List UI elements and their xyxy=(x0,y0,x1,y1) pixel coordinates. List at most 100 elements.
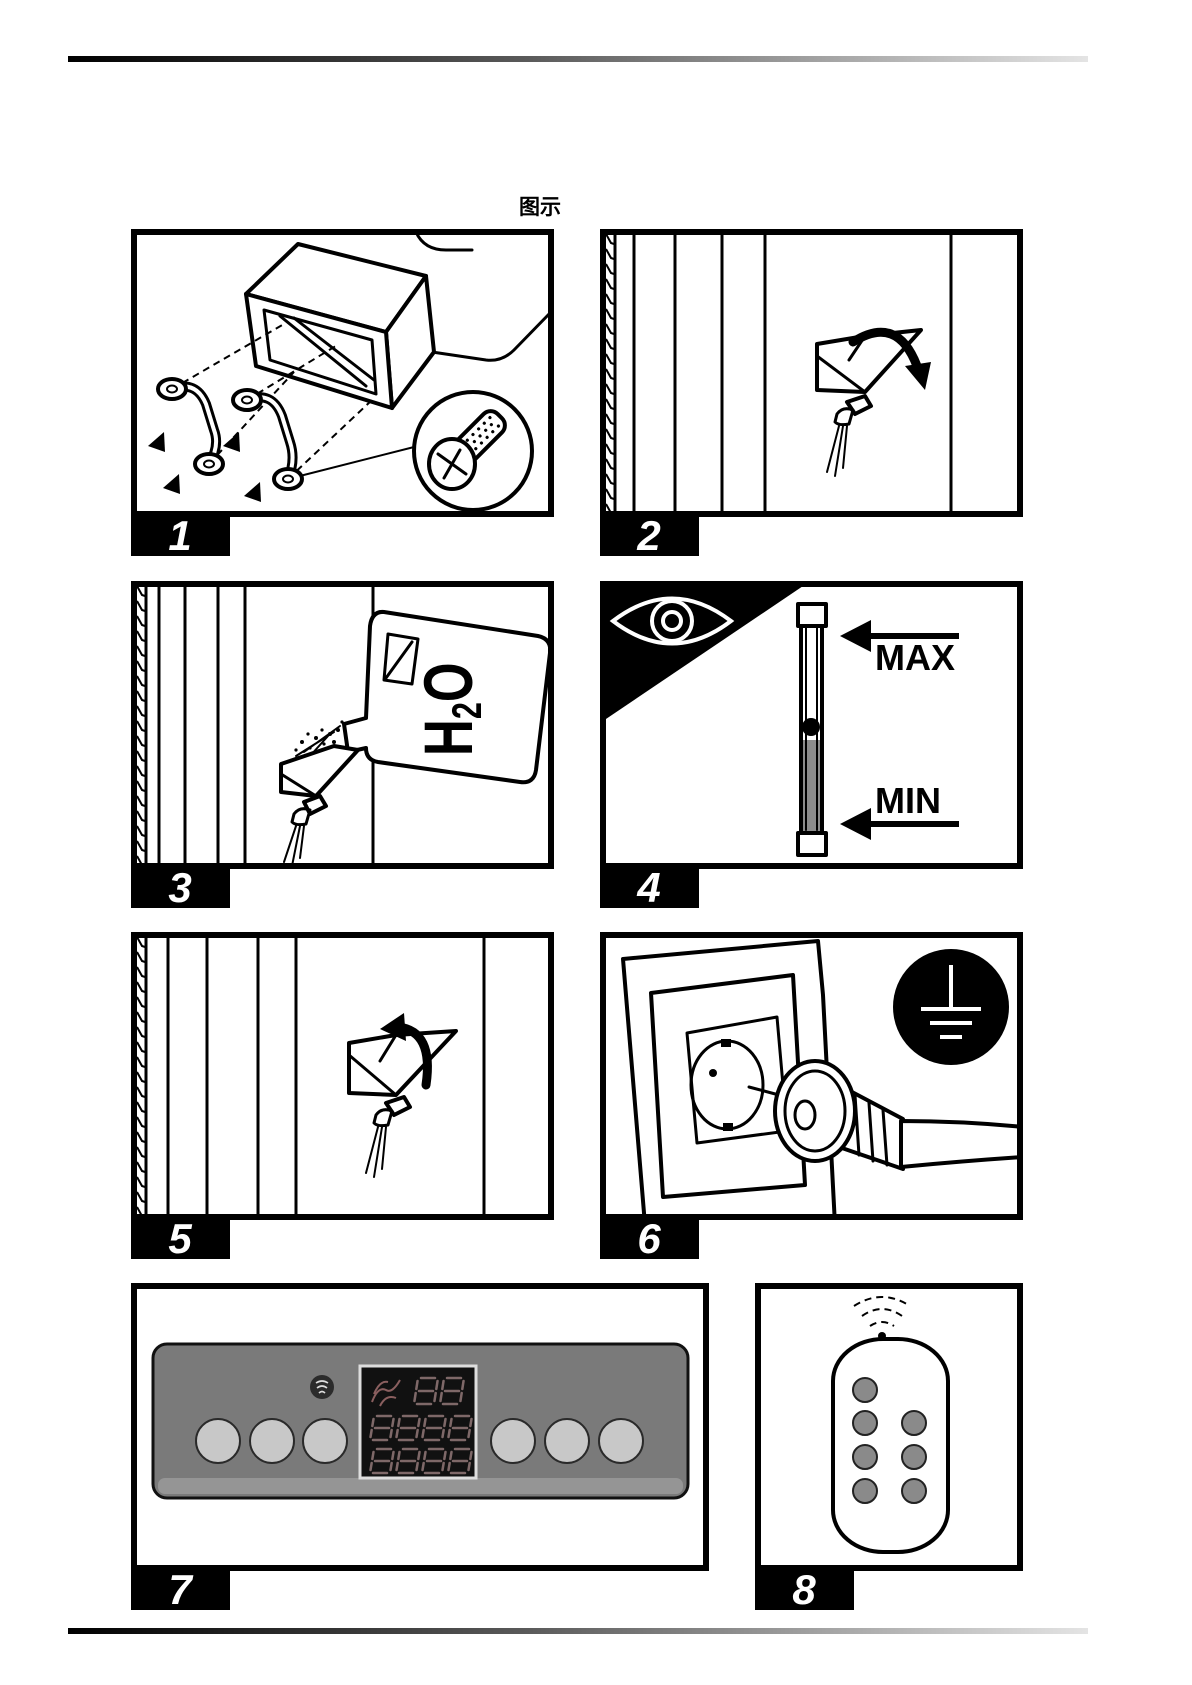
unit-base-outline xyxy=(416,232,551,360)
display-segment xyxy=(392,1452,393,1459)
panel-button xyxy=(250,1419,294,1463)
top-rule xyxy=(68,56,1088,62)
figure-1-number-tab: 1 xyxy=(131,511,230,559)
display-segment xyxy=(371,1430,372,1437)
display-segment xyxy=(371,1463,372,1470)
figure-5-number-tab: 5 xyxy=(131,1214,230,1262)
gauge-float xyxy=(802,718,820,736)
detail-leader-line xyxy=(288,446,418,479)
remote-button xyxy=(853,1411,877,1435)
figure-6: 6 xyxy=(600,935,1023,1262)
panel-button xyxy=(491,1419,535,1463)
display-segment xyxy=(416,1381,417,1389)
water-level-gauge xyxy=(798,604,826,855)
display-segment xyxy=(423,1430,424,1437)
figure-6-number-tab: 6 xyxy=(600,1214,699,1262)
display-segment xyxy=(418,1452,419,1459)
display-segment xyxy=(450,1419,451,1426)
panel-button xyxy=(545,1419,589,1463)
figure-2-number-tab: 2 xyxy=(600,511,699,559)
duct-box xyxy=(246,244,434,408)
drain-tap xyxy=(284,796,326,866)
panel-buttons-right xyxy=(491,1419,643,1463)
fan-speed-icon xyxy=(310,1375,334,1399)
figure-7: 7 xyxy=(131,1286,706,1613)
figure-number: 4 xyxy=(636,864,660,911)
display-segment xyxy=(414,1393,415,1401)
display-segment xyxy=(418,1419,419,1426)
figure-number: 8 xyxy=(792,1566,816,1613)
display-segment xyxy=(397,1430,398,1437)
unit-side-panels xyxy=(615,232,951,514)
panel-button xyxy=(196,1419,240,1463)
display-segment xyxy=(462,1381,463,1389)
display-segment xyxy=(417,1463,418,1470)
bottom-rule xyxy=(68,1628,1088,1634)
figure-8-number-tab: 8 xyxy=(755,1565,854,1613)
display-segment xyxy=(444,1452,445,1459)
drain-tap xyxy=(366,1097,410,1177)
display-segment xyxy=(449,1463,450,1470)
figure-7-number-tab: 7 xyxy=(131,1565,230,1613)
display-segment xyxy=(434,1393,435,1401)
display-segment xyxy=(443,1430,444,1437)
figure-5: 5 xyxy=(131,935,551,1262)
max-level-marker: MAX xyxy=(840,620,959,678)
display-segment xyxy=(397,1463,398,1470)
display-segment xyxy=(424,1452,425,1459)
min-level-marker: MIN xyxy=(840,780,959,840)
figure-1: 1 xyxy=(131,232,551,559)
remote-button xyxy=(853,1445,877,1469)
remote-button xyxy=(902,1479,926,1503)
panel-buttons-left xyxy=(196,1419,347,1463)
display-segment xyxy=(469,1463,470,1470)
signal-waves-icon xyxy=(854,1297,910,1326)
remote-button xyxy=(853,1378,877,1402)
display-segment xyxy=(398,1452,399,1459)
figure-3-number-tab: 3 xyxy=(131,863,230,911)
unit-side-panels xyxy=(146,584,373,866)
ground-icon xyxy=(893,949,1009,1065)
display-segment xyxy=(398,1419,399,1426)
remote-button xyxy=(902,1445,926,1469)
screw-detail-inset xyxy=(414,392,532,510)
display-segment xyxy=(470,1452,471,1459)
remote-body xyxy=(833,1339,948,1552)
display-segment xyxy=(391,1430,392,1437)
display-segment xyxy=(372,1452,373,1459)
display-segment xyxy=(392,1419,393,1426)
power-cable xyxy=(901,1121,1023,1167)
display-segment xyxy=(444,1419,445,1426)
figure-number: 3 xyxy=(168,864,191,911)
min-label: MIN xyxy=(875,780,941,821)
display-segment xyxy=(417,1430,418,1437)
figure-number: 2 xyxy=(636,512,660,559)
display-segment xyxy=(450,1452,451,1459)
figure-number: 7 xyxy=(168,1566,193,1613)
display-segment xyxy=(391,1463,392,1470)
figure-8: 8 xyxy=(755,1286,1020,1613)
display-segment xyxy=(423,1463,424,1470)
figure-4-number-tab: 4 xyxy=(600,863,699,911)
display-segment xyxy=(436,1381,437,1389)
display-segment xyxy=(470,1419,471,1426)
caster-bracket-left xyxy=(158,379,223,474)
remote-button xyxy=(853,1479,877,1503)
display-segment xyxy=(443,1463,444,1470)
figure-number: 5 xyxy=(168,1215,192,1262)
figure-number: 6 xyxy=(637,1215,661,1262)
display-segment xyxy=(372,1419,373,1426)
water-container: H2O xyxy=(344,612,550,782)
figure-2: 2 xyxy=(600,232,1020,559)
display-segment xyxy=(449,1430,450,1437)
figure-number: 1 xyxy=(168,512,191,559)
control-panel xyxy=(153,1344,688,1498)
display-segment xyxy=(440,1393,441,1401)
panel-button xyxy=(303,1419,347,1463)
display-segment xyxy=(469,1430,470,1437)
caster-bracket-right xyxy=(233,390,302,489)
water-inlet-tray xyxy=(349,1031,456,1095)
drain-tap xyxy=(827,396,871,476)
remote-control xyxy=(833,1297,948,1552)
display-segment xyxy=(460,1393,461,1401)
